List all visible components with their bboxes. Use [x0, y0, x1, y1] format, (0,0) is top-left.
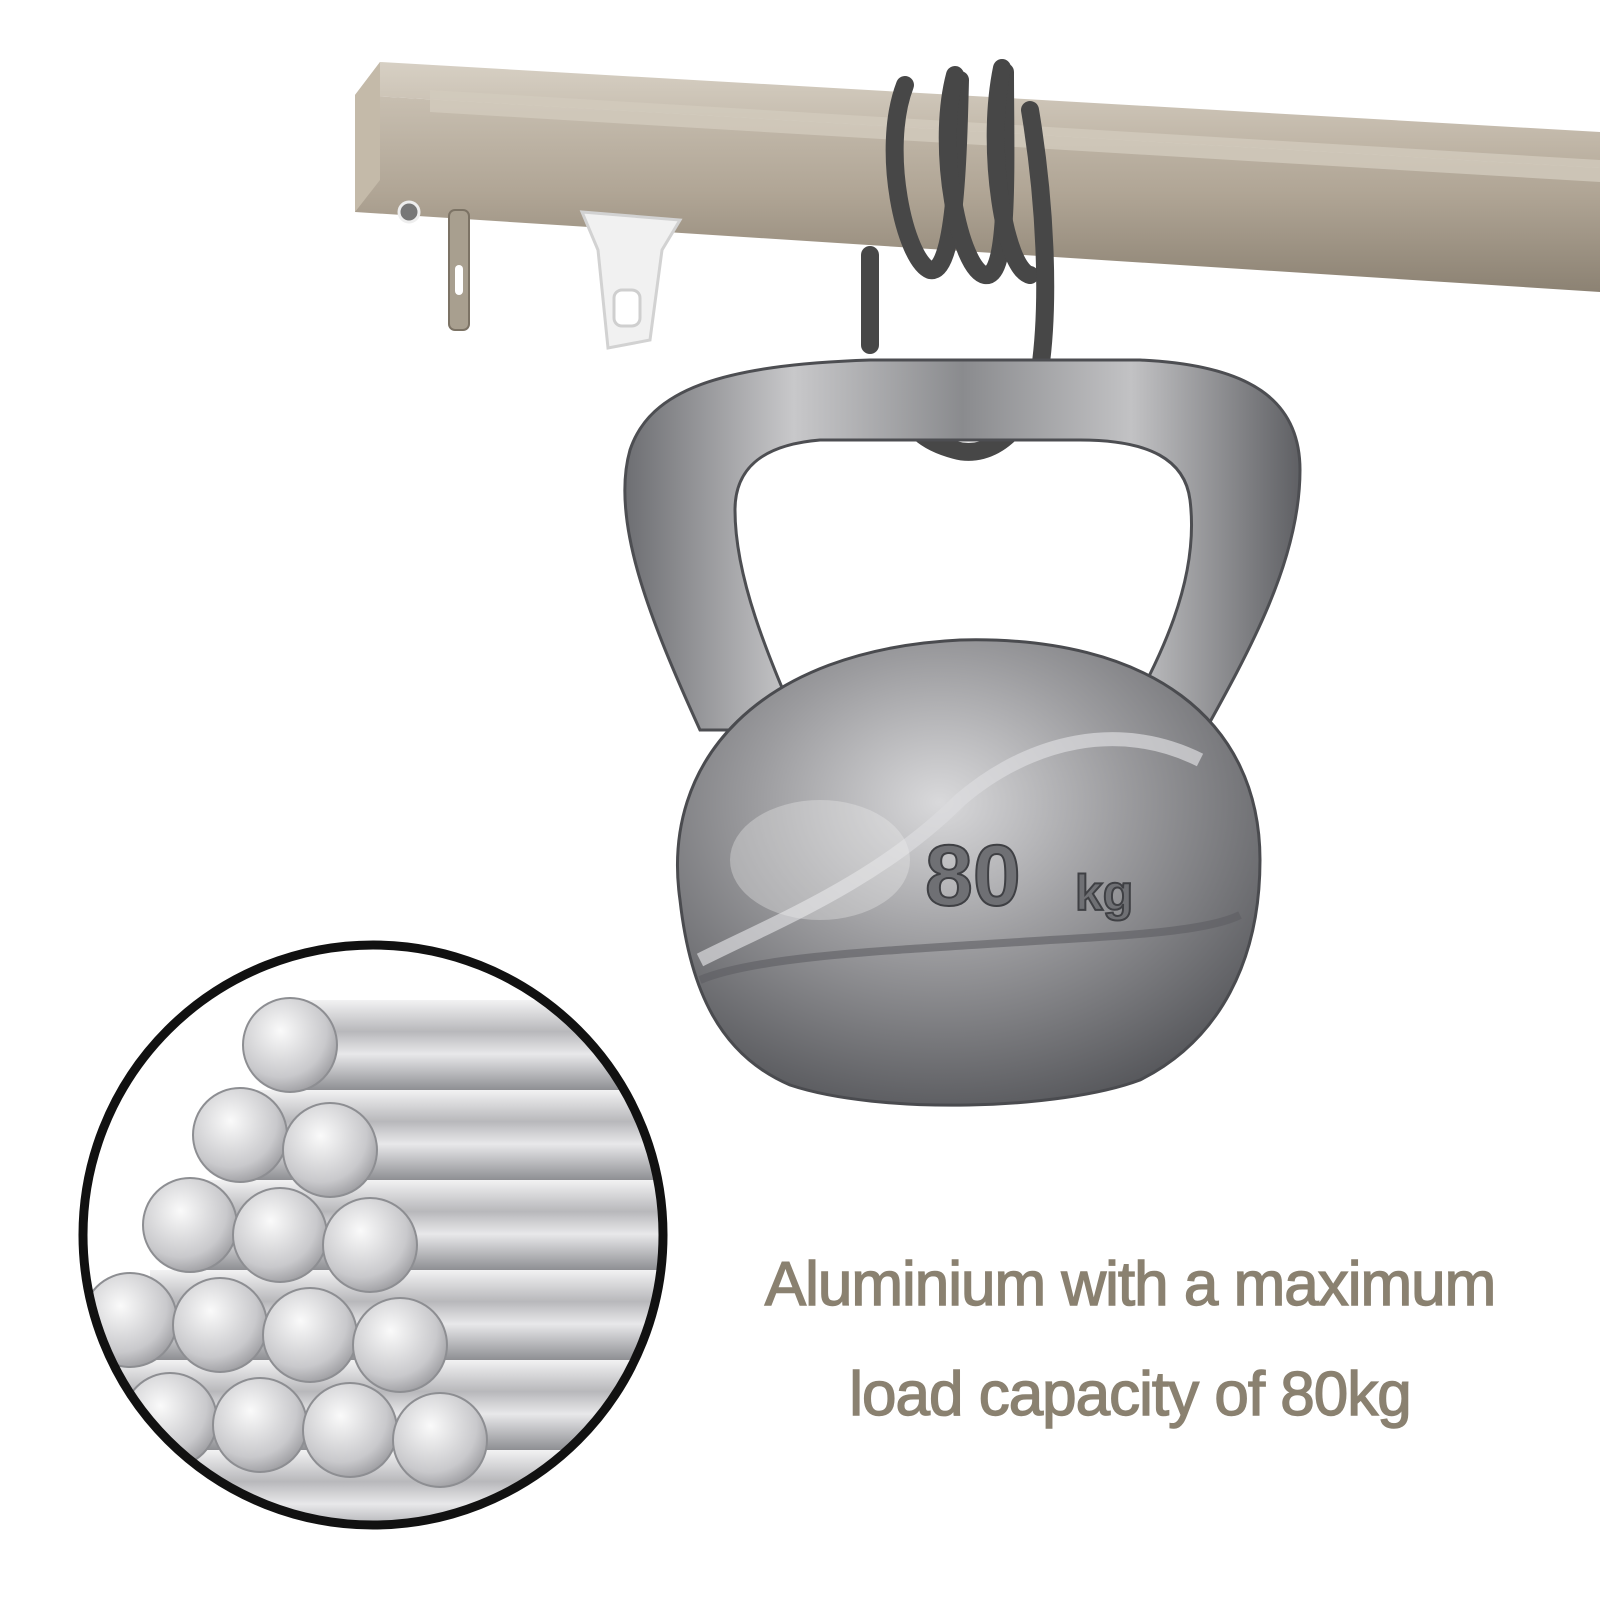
end-stop-icon — [448, 209, 470, 331]
caption-line-1: Aluminium with a maximum — [764, 1249, 1497, 1319]
kettlebell: 80 kg — [623, 358, 1302, 1107]
rod-ends — [83, 997, 488, 1488]
weight-number: 80 — [925, 828, 1021, 924]
weight-unit: kg — [1075, 865, 1133, 921]
aluminium-rods-inset — [78, 940, 668, 1530]
inset-border — [78, 940, 668, 1530]
curtain-rail — [355, 62, 1600, 292]
feature-caption: Aluminium with a maximum load capacity o… — [690, 1230, 1570, 1450]
curtain-glider-icon — [579, 210, 683, 350]
caption-line-2: load capacity of 80kg — [849, 1359, 1413, 1429]
